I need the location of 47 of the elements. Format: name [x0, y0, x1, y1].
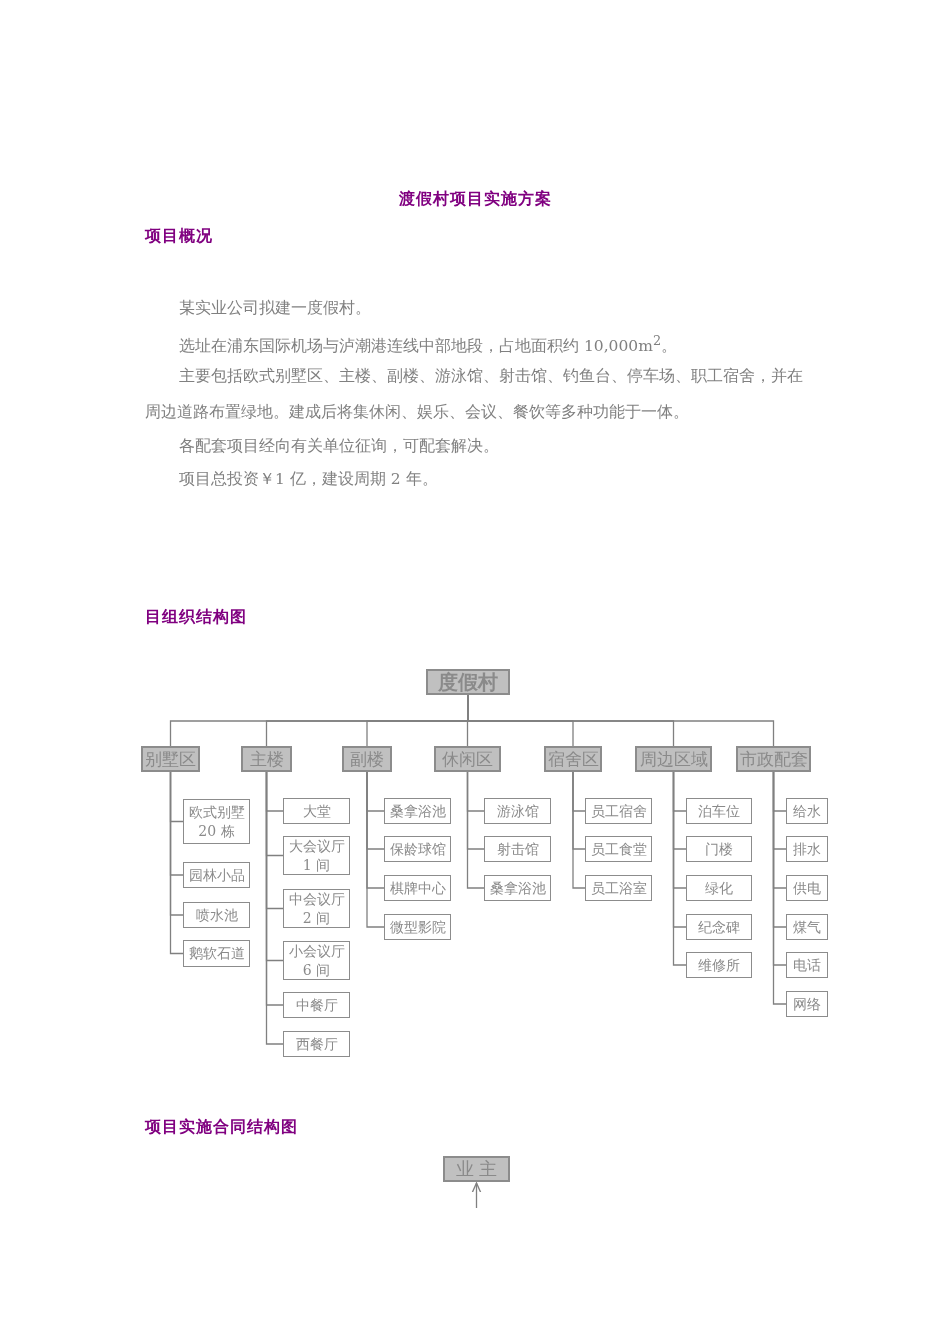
section-heading: 项目概况 [145, 226, 213, 247]
item-box: 员工食堂 [585, 836, 652, 862]
item-box: 纪念碑 [686, 914, 752, 940]
item-box: 大堂 [283, 798, 350, 824]
item-box: 鹅软石道 [183, 940, 250, 967]
item-box: 煤气 [786, 914, 828, 940]
item-box: 维修所 [686, 952, 752, 978]
item-box: 排水 [786, 836, 828, 862]
item-box: 给水 [786, 798, 828, 824]
item-box: 棋牌中心 [384, 875, 451, 901]
item-box: 微型影院 [384, 914, 451, 940]
item-box: 桑拿浴池 [384, 798, 451, 824]
connector-line [466, 771, 485, 889]
connector-line [366, 771, 385, 928]
connector-line [672, 771, 687, 966]
item-box: 喷水池 [183, 902, 250, 928]
item-box: 泊车位 [686, 798, 752, 824]
item-box: 供电 [786, 875, 828, 901]
item-box: 员工宿舍 [585, 798, 652, 824]
item-box: 网络 [786, 991, 828, 1017]
item-box: 欧式别墅 20 栋 [183, 799, 250, 844]
item-box: 保龄球馆 [384, 836, 451, 862]
item-box: 员工浴室 [585, 875, 652, 901]
item-box: 门楼 [686, 836, 752, 862]
item-box: 射击馆 [484, 836, 551, 862]
paragraph: 选址在浦东国际机场与泸潮港连线中部地段，占地面积约 10,000m$^{2}$。 [178, 332, 679, 358]
connector-line [169, 771, 184, 955]
arrow [471, 1182, 482, 1209]
item-box: 桑拿浴池 [484, 875, 551, 901]
paragraph: 各配套项目经向有关单位征询，可配套解决。 [178, 436, 500, 457]
paragraph: 主要包括欧式别墅区、主楼、副楼、游泳馆、射击馆、钓鱼台、停车场、职工宿舍，并在周边道路布置绿地。建成后将集休闲、娱乐、会议、餐饮等多种功能于一体。 [145, 366, 804, 423]
item-box: 园林小品 [183, 862, 250, 888]
item-box: 中餐厅 [283, 992, 350, 1018]
item-box: 电话 [786, 952, 828, 978]
paragraph: 项目总投资￥1 亿，建设周期 2 年。 [178, 469, 439, 490]
item-box: 绿化 [686, 875, 752, 901]
connector-line [772, 771, 787, 1005]
connector-line [572, 771, 586, 889]
section-heading: 目组织结构图 [145, 607, 247, 628]
item-box: 中会议厅 2 间 [283, 889, 350, 928]
item-box: 游泳馆 [484, 798, 551, 824]
item-box: 小会议厅 6 间 [283, 941, 350, 980]
title: 渡假村项目实施方案 [397, 189, 553, 210]
item-box: 西餐厅 [283, 1031, 350, 1057]
paragraph: 某实业公司拟建一度假村。 [178, 298, 372, 319]
section-heading: 项目实施合同结构图 [145, 1117, 298, 1138]
item-box: 大会议厅 1 间 [283, 836, 350, 875]
